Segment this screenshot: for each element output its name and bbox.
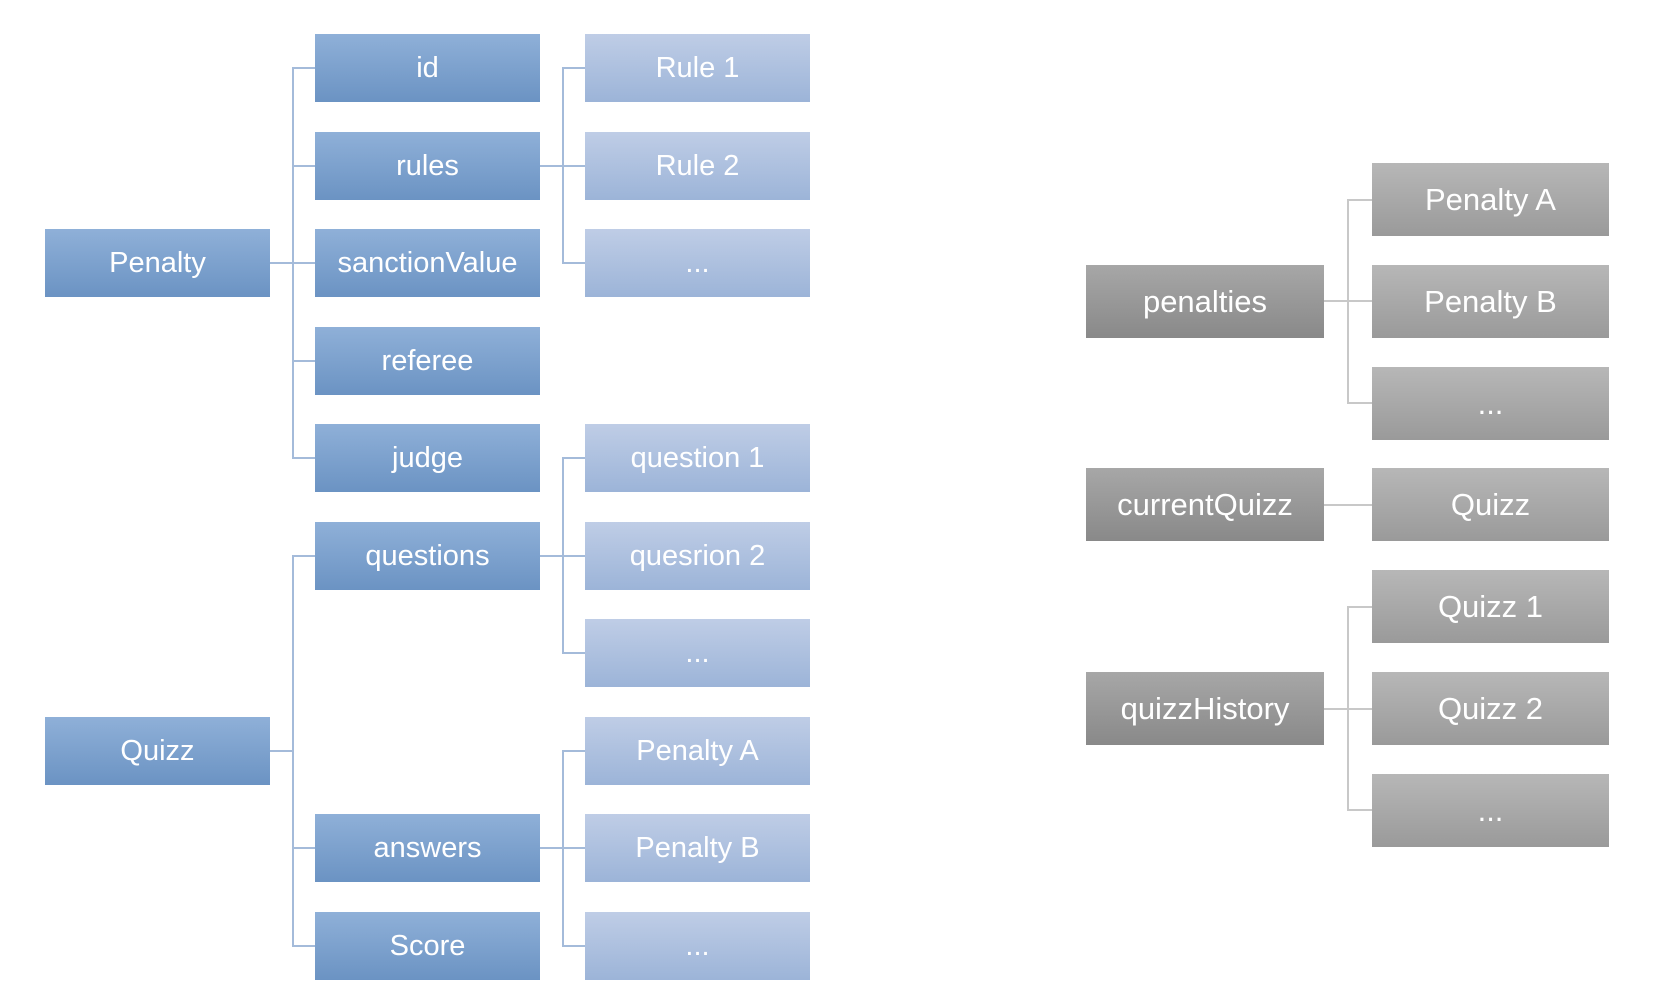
connector-segment <box>1324 504 1349 506</box>
connector-segment <box>293 945 315 947</box>
node-penaltiesDots: ... <box>1372 367 1609 440</box>
connector-segment <box>540 165 564 167</box>
node-judge: judge <box>315 424 540 492</box>
connector-segment <box>563 555 585 557</box>
node-gPenaltyB: Penalty B <box>1372 265 1609 338</box>
connector-segment <box>1348 504 1372 506</box>
connector-segment <box>293 360 315 362</box>
connector-segment <box>1348 300 1372 302</box>
node-rulesDots: ... <box>585 229 810 297</box>
connector-segment <box>293 847 315 849</box>
node-gQuizz2: Quizz 2 <box>1372 672 1609 745</box>
connector-segment <box>1324 300 1349 302</box>
node-score: Score <box>315 912 540 980</box>
node-penaltyA: Penalty A <box>585 717 810 785</box>
node-quizz: Quizz <box>45 717 270 785</box>
node-id: id <box>315 34 540 102</box>
connector-segment <box>1348 809 1372 811</box>
connector-segment <box>270 750 294 752</box>
node-quizzHistory: quizzHistory <box>1086 672 1324 745</box>
connector-segment <box>540 555 564 557</box>
connector-segment <box>563 847 585 849</box>
node-rule2: Rule 2 <box>585 132 810 200</box>
node-gQuizz1: Quizz 1 <box>1372 570 1609 643</box>
connector-segment <box>1348 708 1372 710</box>
connector-segment <box>563 165 585 167</box>
connector-segment <box>293 457 315 459</box>
connector-segment <box>563 945 585 947</box>
connector-segment <box>563 652 585 654</box>
node-gQuizz: Quizz <box>1372 468 1609 541</box>
connector-segment <box>1324 708 1349 710</box>
node-question2: quesrion 2 <box>585 522 810 590</box>
connector-segment <box>1348 402 1372 404</box>
node-gPenaltyA: Penalty A <box>1372 163 1609 236</box>
node-currentQuizz: currentQuizz <box>1086 468 1324 541</box>
node-answersDots: ... <box>585 912 810 980</box>
node-penalties: penalties <box>1086 265 1324 338</box>
node-penalty: Penalty <box>45 229 270 297</box>
node-referee: referee <box>315 327 540 395</box>
node-penaltyB: Penalty B <box>585 814 810 882</box>
node-answers: answers <box>315 814 540 882</box>
node-rule1: Rule 1 <box>585 34 810 102</box>
node-historyDots: ... <box>1372 774 1609 847</box>
connector-segment <box>292 555 294 947</box>
connector-segment <box>563 67 585 69</box>
connector-segment <box>293 165 315 167</box>
connector-segment <box>270 262 294 264</box>
connector-segment <box>293 262 315 264</box>
node-questions: questions <box>315 522 540 590</box>
connector-segment <box>563 457 585 459</box>
node-question1: question 1 <box>585 424 810 492</box>
connector-segment <box>563 262 585 264</box>
node-rules: rules <box>315 132 540 200</box>
node-questionsDots: ... <box>585 619 810 687</box>
connector-segment <box>563 750 585 752</box>
connector-segment <box>293 555 315 557</box>
connector-segment <box>540 847 564 849</box>
connector-segment <box>1348 606 1372 608</box>
connector-segment <box>1348 199 1372 201</box>
connector-segment <box>293 67 315 69</box>
node-sanctionValue: sanctionValue <box>315 229 540 297</box>
